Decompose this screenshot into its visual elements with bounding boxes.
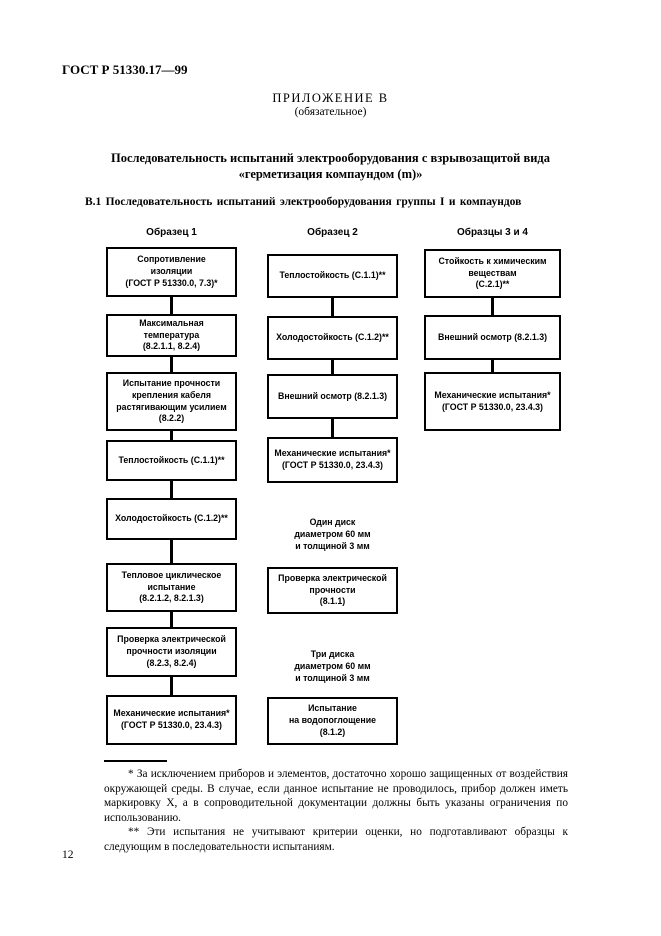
connector-line bbox=[491, 296, 494, 317]
connector-line bbox=[170, 355, 173, 374]
flow-box-mechanical-tests-3: Механические испытания* (ГОСТ Р 51330.0,… bbox=[424, 372, 561, 431]
flow-box-heat-resistance-2: Теплостойкость (С.1.1)** bbox=[267, 254, 398, 298]
flow-box-cable-pull-test: Испытание прочности крепления кабеля рас… bbox=[106, 372, 237, 431]
column-header-sample-2: Образец 2 bbox=[307, 227, 358, 238]
appendix-note: (обязательное) bbox=[294, 106, 367, 118]
document-title: Последовательность испытаний электрообор… bbox=[0, 151, 661, 182]
page-number: 12 bbox=[62, 849, 74, 861]
flow-box-cold-resistance-2: Холодостойкость (С.1.2)** bbox=[267, 316, 398, 360]
connector-line bbox=[170, 538, 173, 565]
column-header-samples-3-4: Образцы 3 и 4 bbox=[456, 227, 528, 238]
connector-line bbox=[170, 610, 173, 629]
flow-box-visual-inspection-3: Внешний осмотр (8.2.1.3) bbox=[424, 315, 561, 360]
connector-line bbox=[331, 358, 334, 376]
connector-line bbox=[331, 296, 334, 318]
flow-box-thermal-cycling: Тепловое циклическое испытание (8.2.1.2,… bbox=[106, 563, 237, 612]
footnotes: * За исключением приборов и элементов, д… bbox=[104, 767, 568, 855]
appendix-label: ПРИЛОЖЕНИЕ В bbox=[272, 91, 389, 105]
flow-box-mechanical-tests-1: Механические испытания* (ГОСТ Р 51330.0,… bbox=[106, 695, 237, 745]
flow-box-heat-resistance: Теплостойкость (С.1.1)** bbox=[106, 440, 237, 481]
flow-box-water-absorption: Испытание на водопоглощение (8.1.2) bbox=[267, 697, 398, 745]
footnote-separator bbox=[104, 760, 167, 762]
document-title-line1: Последовательность испытаний электрообор… bbox=[110, 151, 551, 165]
flow-box-max-temperature: Максимальная температура (8.2.1.1, 8.2.4… bbox=[106, 314, 237, 357]
flow-box-cold-resistance: Холодостойкость (С.1.2)** bbox=[106, 498, 237, 540]
flow-box-insulation-resistance: Сопротивление изоляции (ГОСТ Р 51330.0, … bbox=[106, 247, 237, 297]
connector-line bbox=[170, 675, 173, 697]
section-heading: В.1 Последовательность испытаний электро… bbox=[85, 196, 522, 208]
gost-standard-number: ГОСТ Р 51330.17—99 bbox=[62, 62, 188, 77]
column-header-sample-1: Образец 1 bbox=[146, 227, 197, 238]
flow-box-dielectric-strength-insulation: Проверка электрической прочности изоляци… bbox=[106, 627, 237, 677]
flow-box-dielectric-strength: Проверка электрической прочности (8.1.1) bbox=[267, 567, 398, 614]
flow-box-mechanical-tests-2: Механические испытания* (ГОСТ Р 51330.0,… bbox=[267, 437, 398, 483]
footnote-second: ** Эти испытания не учитывают критерии о… bbox=[104, 826, 568, 853]
flow-note-three-discs: Три диска диаметром 60 мм и толщиной 3 м… bbox=[294, 649, 371, 683]
document-title-line2: «герметизация компаундом (m)» bbox=[238, 166, 423, 181]
connector-line bbox=[170, 479, 173, 500]
connector-line bbox=[331, 417, 334, 439]
flow-note-one-disc: Один диск диаметром 60 мм и толщиной 3 м… bbox=[294, 517, 371, 551]
footnote-first: * За исключением приборов и элементов, д… bbox=[104, 768, 568, 824]
connector-line bbox=[170, 295, 173, 316]
flow-box-chemical-resistance: Стойкость к химическим веществам (С.2.1)… bbox=[424, 249, 561, 298]
connector-line bbox=[491, 358, 494, 374]
flow-box-visual-inspection-2: Внешний осмотр (8.2.1.3) bbox=[267, 374, 398, 419]
connector-line bbox=[170, 429, 173, 442]
